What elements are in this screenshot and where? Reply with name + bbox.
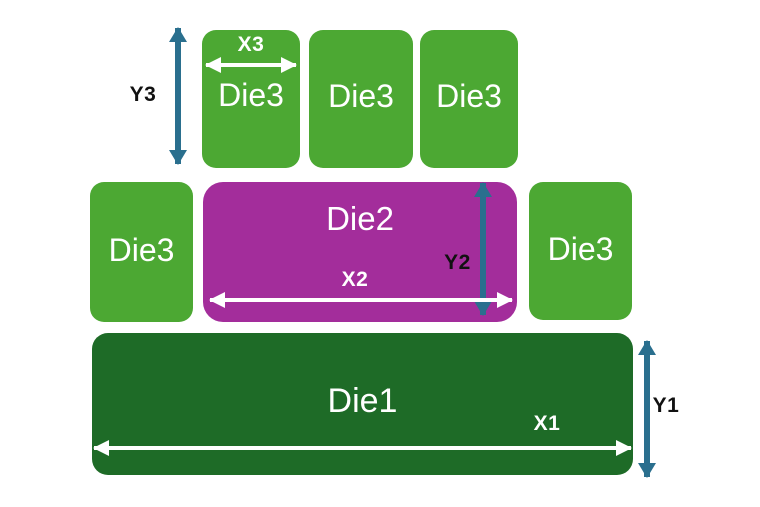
die2-label: Die2 <box>326 200 394 237</box>
die3-box-top-right: Die3 <box>420 30 518 168</box>
x1-dimension-arrow <box>94 446 631 450</box>
x3-dimension-label: X3 <box>237 33 265 56</box>
die3-box-mid-left: Die3 <box>90 182 193 322</box>
y1-dimension-arrow <box>644 341 650 477</box>
y3-dimension-label: Y3 <box>129 83 157 106</box>
die3-label: Die3 <box>436 78 502 114</box>
die3-box-top-left: X3 Die3 <box>202 30 300 168</box>
die3-box-mid-right: Die3 <box>529 182 632 320</box>
x2-dimension-arrow <box>210 298 512 302</box>
die1-label: Die1 <box>327 382 398 420</box>
die3-box-top-middle: Die3 <box>309 30 413 168</box>
y3-dimension-arrow <box>175 28 181 164</box>
die1-box: Die1 X1 <box>92 333 633 475</box>
y2-dimension-arrow <box>480 183 486 315</box>
x2-dimension-label: X2 <box>341 268 369 291</box>
die3-label: Die3 <box>547 231 614 267</box>
x3-dimension-arrow <box>206 63 296 67</box>
x1-dimension-label: X1 <box>533 412 561 435</box>
die2-box: Die2 Y2 X2 <box>203 182 517 322</box>
y1-dimension-label: Y1 <box>652 394 680 417</box>
die3-label: Die3 <box>328 78 394 114</box>
y2-dimension-label: Y2 <box>444 251 471 274</box>
die3-label: Die3 <box>218 77 284 113</box>
die3-label: Die3 <box>108 232 175 268</box>
